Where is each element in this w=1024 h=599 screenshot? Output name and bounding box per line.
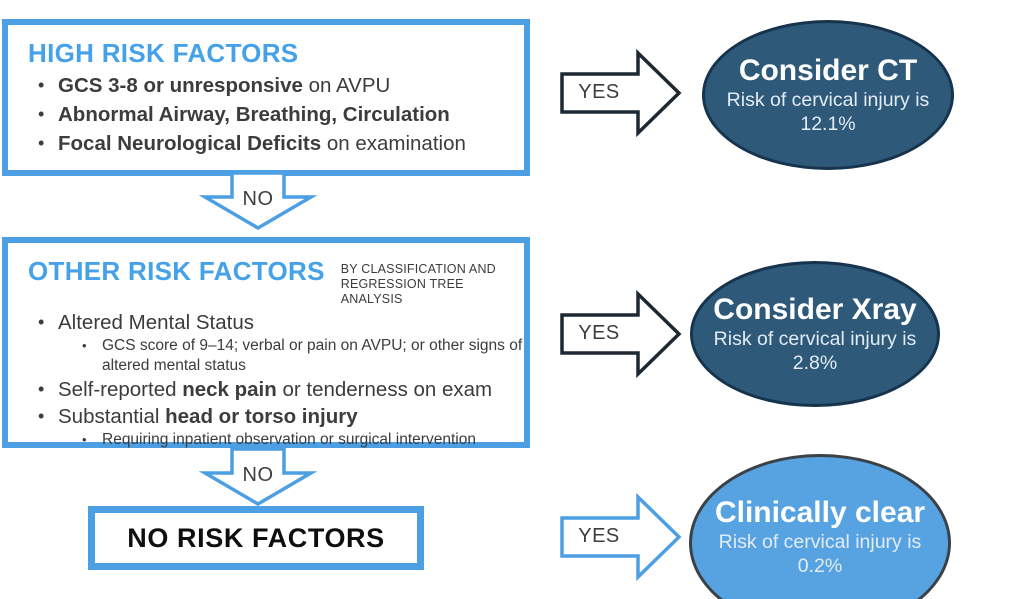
yes-arrow-1: YES [560,47,682,139]
list-item-text: or tenderness on exam [276,378,493,401]
cart-analysis-annotation: BY CLASSIFICATION AND REGRESSION TREE AN… [341,262,524,307]
other-risk-list: Altered Mental Status GCS score of 9–14;… [36,309,524,450]
list-item-text: on examination [321,132,466,155]
no-risk-title: NO RISK FACTORS [127,522,385,553]
list-item: Focal Neurological Deficits on examinati… [36,129,524,158]
list-item: GCS 3-8 or unresponsive on AVPU [36,71,524,100]
outcome-title: Consider Xray [713,293,917,326]
other-risk-title: OTHER RISK FACTORS [28,256,325,286]
outcome-risk-percent: 2.8% [792,352,838,374]
list-item: Substantial head or torso injury [36,403,524,430]
list-item-text: Requiring inpatient observation or surgi… [102,431,476,448]
other-risk-factors-box: OTHER RISK FACTORS BY CLASSIFICATION AND… [2,237,530,450]
outcome-risk-percent: 12.1% [800,113,856,135]
list-item-text: head or torso injury [165,405,358,428]
list-item: Altered Mental Status [36,309,524,336]
high-risk-title: HIGH RISK FACTORS [28,38,299,68]
down-arrow-icon [199,171,317,231]
annotation-line: BY CLASSIFICATION AND [340,262,496,276]
list-item-text: Self-reported [58,378,183,401]
yes-arrow-3: YES [560,491,682,583]
other-risk-heading-row: OTHER RISK FACTORS BY CLASSIFICATION AND… [8,243,524,307]
list-item-text: neck pain [182,378,277,401]
outcome-clinically-clear: Clinically clear Risk of cervical injury… [689,454,951,599]
list-item-text: Focal Neurological Deficits [58,132,322,155]
no-arrow-2-label: NO [242,464,274,486]
outcome-risk-text: Risk of cervical injury is [718,531,922,553]
right-arrow-icon [560,492,682,582]
annotation-line: REGRESSION TREE ANALYSIS [340,277,464,306]
outcome-consider-ct: Consider CT Risk of cervical injury is 1… [702,20,954,170]
list-item-text: on AVPU [302,74,391,97]
yes-arrow-3-label: YES [578,525,620,547]
outcome-consider-xray: Consider Xray Risk of cervical injury is… [690,261,940,407]
outcome-risk-text: Risk of cervical injury is [713,328,917,350]
yes-arrow-2: YES [560,288,682,380]
down-arrow-icon [199,447,317,507]
outcome-risk-text: Risk of cervical injury is [726,89,930,111]
no-risk-factors-box: NO RISK FACTORS [88,506,424,570]
list-item-text: GCS 3-8 or unresponsive [58,74,303,97]
yes-arrow-1-label: YES [578,81,620,103]
list-subitem: GCS score of 9–14; verbal or pain on AVP… [78,336,532,376]
list-item: Self-reported neck pain or tenderness on… [36,376,524,403]
list-item: Abnormal Airway, Breathing, Circulation [36,100,524,129]
outcome-title: Clinically clear [714,496,926,529]
high-risk-list: GCS 3-8 or unresponsive on AVPU Abnormal… [36,71,524,158]
list-item-text: GCS score of 9–14; verbal or pain on AVP… [102,337,523,374]
list-item-text: Abnormal Airway, Breathing, Circulation [58,103,450,126]
no-arrow-2: NO [199,447,317,509]
list-item-text: Substantial [58,405,166,428]
list-item-text: Altered Mental Status [58,311,254,334]
outcome-title: Consider CT [738,54,918,87]
no-arrow-1-label: NO [242,188,274,210]
no-arrow-1: NO [199,171,317,233]
outcome-risk-percent: 0.2% [797,555,843,577]
list-subitem: Requiring inpatient observation or surgi… [78,430,532,450]
right-arrow-icon [560,48,682,138]
high-risk-factors-box: HIGH RISK FACTORS GCS 3-8 or unresponsiv… [2,19,530,176]
right-arrow-icon [560,289,682,379]
yes-arrow-2-label: YES [578,322,620,344]
